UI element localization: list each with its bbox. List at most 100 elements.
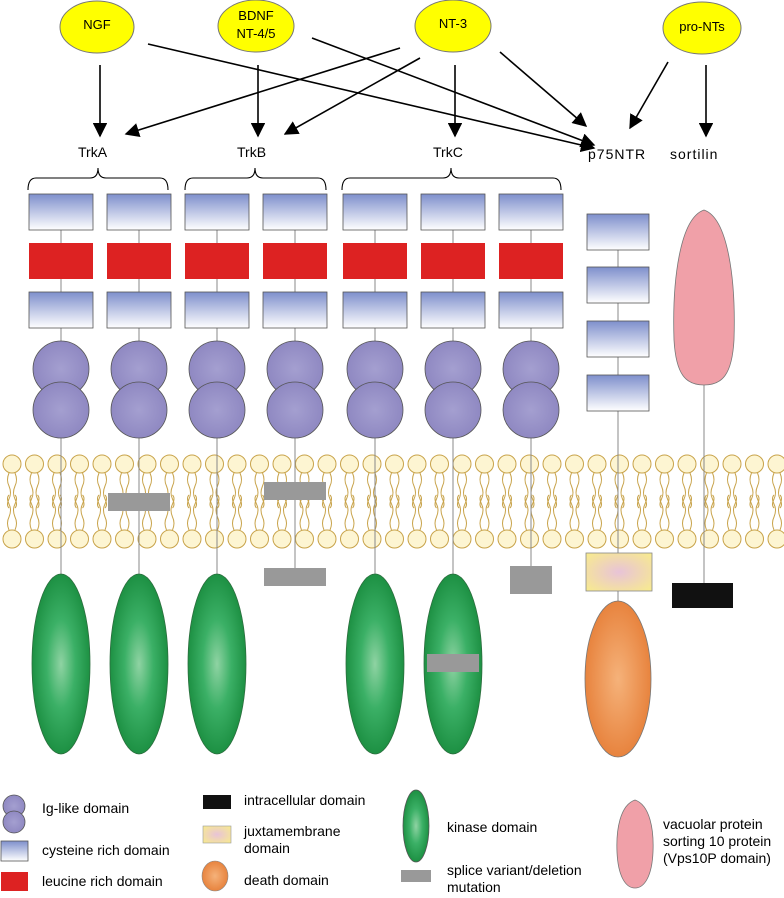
- lipid-tail: [637, 494, 641, 531]
- splice-variant-domain: [108, 493, 170, 511]
- ligand-nt3-label: NT-3: [438, 16, 468, 31]
- lipid-tail: [209, 494, 214, 531]
- lipid-tail: [13, 472, 17, 509]
- lipid-tail: [575, 472, 580, 509]
- lipid-head-inner: [475, 529, 494, 549]
- lipid-head-inner: [385, 529, 404, 549]
- lipid-tail: [778, 472, 782, 509]
- lipid-head-inner: [542, 529, 562, 549]
- cysteine-rich-domain: [342, 193, 408, 231]
- p75-cysteine-domain-3: [586, 320, 650, 358]
- legend-kinase-icon: [402, 789, 430, 863]
- legend-juxtamembrane-label-1: juxtamembrane: [244, 823, 341, 839]
- lipid-tail: [569, 472, 574, 509]
- legend-death-icon: [201, 860, 229, 892]
- lipid-tail: [209, 472, 214, 509]
- lipid-tail: [463, 472, 467, 509]
- lipid-head-outer: [385, 454, 404, 474]
- lipid-tail: [238, 494, 242, 531]
- lipid-tail: [710, 472, 715, 509]
- lipid-tail: [755, 494, 760, 531]
- lipid-head-outer: [767, 454, 784, 474]
- brace-trka: [27, 167, 169, 191]
- lipid-tail: [479, 494, 484, 531]
- lipid-head-outer: [430, 454, 449, 474]
- legend-vps10p-icon: [616, 799, 654, 889]
- lipid-tail: [277, 494, 281, 531]
- lipid-tail: [778, 494, 782, 531]
- lipid-tail: [29, 472, 34, 509]
- lipid-tail: [659, 472, 664, 509]
- lipid-head-inner: [520, 529, 539, 549]
- lipid-head-inner: [610, 529, 629, 549]
- splice-variant-domain: [264, 568, 326, 586]
- lipid-tail: [727, 494, 731, 531]
- lipid-tail: [283, 494, 287, 531]
- lipid-tail: [688, 494, 692, 531]
- lipid-head-inner: [722, 529, 742, 549]
- lipid-head-outer: [2, 454, 22, 474]
- trk-receptor-trkc: [420, 193, 486, 755]
- lipid-tail: [238, 472, 242, 509]
- kinase-domain: [345, 573, 405, 755]
- splice-variant-domain: [264, 482, 326, 500]
- lipid-head-inner: [767, 529, 784, 549]
- lipid-tail: [553, 494, 557, 531]
- p75-cysteine-domain-2: [586, 266, 650, 304]
- lipid-tail: [395, 494, 400, 531]
- lipid-head-inner: [632, 529, 652, 549]
- lipid-head-outer: [362, 454, 382, 474]
- lipid-tail: [187, 472, 191, 509]
- lipid-tail: [733, 494, 737, 531]
- trk-receptor-trkc: [342, 193, 408, 755]
- lipid-tail: [395, 472, 400, 509]
- lipid-tail: [350, 472, 355, 509]
- lipid-head-outer: [745, 454, 764, 474]
- lipid-head-inner: [295, 529, 314, 549]
- lipid-tail: [749, 494, 754, 531]
- legend-vps10p-label-1: vacuolar protein: [663, 816, 763, 832]
- lipid-head-inner: [47, 529, 67, 549]
- lipid-tail: [688, 472, 692, 509]
- receptor-label-sortilin: sortilin: [670, 146, 719, 162]
- p75-death-domain: [584, 600, 652, 758]
- sortilin-receptor: [672, 209, 735, 608]
- lipid-head-outer: [272, 454, 292, 474]
- lipid-head-inner: [340, 529, 359, 549]
- ligand-bdnf-label-line2: NT-4/5: [236, 26, 276, 41]
- lipid-head-inner: [160, 529, 179, 549]
- lipid-tail: [553, 472, 557, 509]
- cysteine-rich-domain: [28, 193, 94, 231]
- lipid-head-inner: [70, 529, 89, 549]
- lipid-tail: [620, 494, 625, 531]
- lipid-tail: [479, 472, 484, 509]
- lipid-head-outer: [47, 454, 67, 474]
- lipid-head-outer: [632, 454, 652, 474]
- lipid-tail: [367, 494, 371, 531]
- lipid-tail: [29, 494, 34, 531]
- lipid-tail: [350, 494, 355, 531]
- lipid-head-outer: [340, 454, 359, 474]
- lipid-tail: [412, 472, 416, 509]
- lipid-tail: [232, 494, 236, 531]
- lipid-tail: [637, 472, 641, 509]
- ligand-ngf-label: NGF: [83, 17, 111, 32]
- lipid-tail: [755, 472, 760, 509]
- lipid-head-inner: [700, 529, 719, 549]
- brace-trkc: [341, 167, 562, 191]
- legend-ig-label: Ig-like domain: [42, 800, 130, 816]
- lipid-tail: [704, 494, 709, 531]
- legend-juxtamembrane-label-2: domain: [244, 840, 290, 856]
- legend-intracellular-icon: [203, 795, 231, 809]
- lipid-tail: [569, 494, 574, 531]
- lipid-head-outer: [475, 454, 494, 474]
- ig-like-domain: [424, 381, 482, 439]
- lipid-head-inner: [745, 529, 764, 549]
- lipid-tail: [772, 494, 776, 531]
- leucine-rich-domain: [185, 243, 249, 279]
- lipid-head-outer: [587, 454, 607, 474]
- lipid-tail: [575, 494, 580, 531]
- lipid-tail: [598, 494, 602, 531]
- lipid-head-outer: [115, 454, 134, 474]
